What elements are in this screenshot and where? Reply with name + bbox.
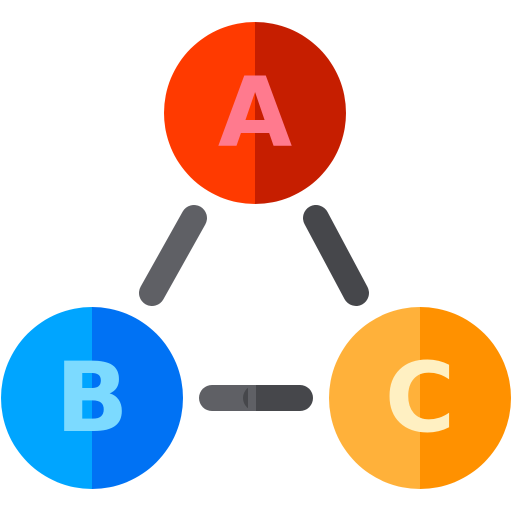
node-c: C (329, 307, 511, 489)
connector-a-c (303, 205, 369, 306)
connector-a-b (139, 205, 207, 306)
node-b-label: B (55, 342, 128, 454)
node-c-label: C (385, 342, 455, 454)
connector-b-c (199, 385, 313, 411)
node-b: B (1, 307, 183, 489)
node-a-label: A (218, 57, 292, 169)
node-a: A (164, 22, 346, 204)
